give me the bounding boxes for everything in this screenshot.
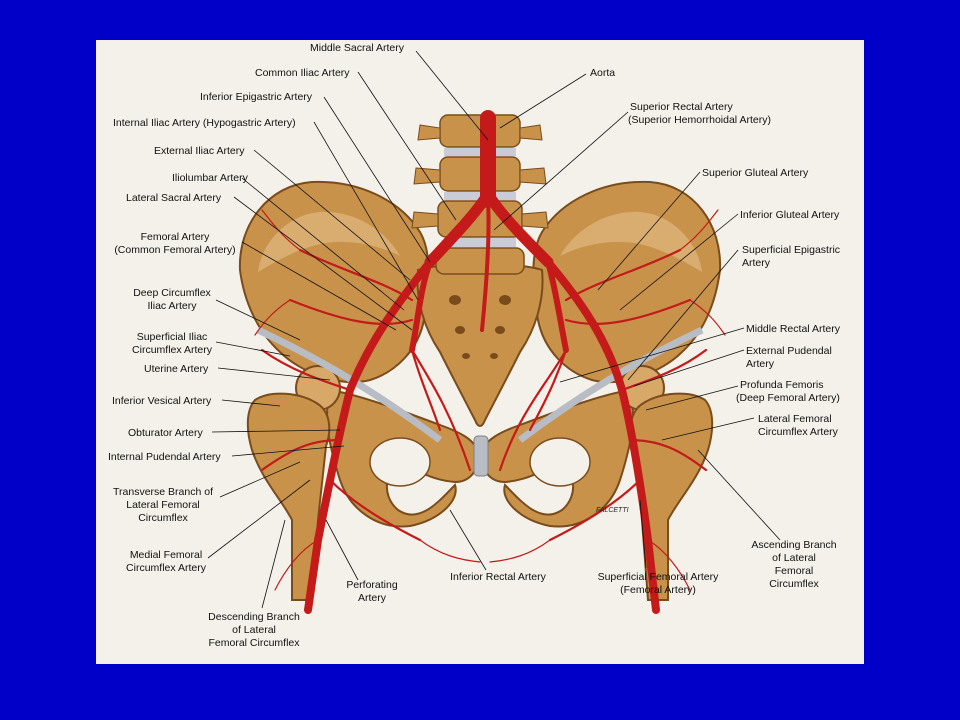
label-descending-branch: Descending Branch [208, 611, 300, 623]
label-superior-gluteal-artery: Superior Gluteal Artery [702, 167, 809, 179]
label-inferior-vesical-artery: Inferior Vesical Artery [112, 395, 212, 407]
label-uterine-artery: Uterine Artery [144, 363, 209, 375]
label-internal-iliac-artery: Internal Iliac Artery (Hypogastric Arter… [113, 117, 296, 129]
label-lateral-femoral-circumflex: Lateral Femoral [758, 413, 832, 425]
label-medial-femoral-circumflex: Medial Femoral [130, 549, 202, 561]
label-external-iliac-artery: External Iliac Artery [154, 145, 245, 157]
label-descending-branch-3: Femoral Circumflex [208, 637, 300, 649]
label-superficial-femoral-artery-2: (Femoral Artery) [620, 584, 696, 596]
label-medial-femoral-circumflex-2: Circumflex Artery [126, 562, 207, 574]
label-lateral-sacral-artery: Lateral Sacral Artery [126, 192, 222, 204]
arteries [254, 110, 726, 614]
labels-left: Middle Sacral Artery Common Iliac Artery… [108, 42, 547, 649]
label-superficial-epigastric-2: Artery [742, 257, 771, 269]
common-iliac-right [486, 194, 554, 268]
label-ascending-branch-3: Femoral [775, 565, 814, 577]
label-superficial-iliac-circumflex: Superficial Iliac [137, 331, 208, 343]
label-superficial-epigastric: Superficial Epigastric [742, 244, 840, 256]
label-aorta: Aorta [590, 67, 615, 79]
label-superior-hemorrhoidal-artery: (Superior Hemorrhoidal Artery) [628, 114, 771, 126]
label-internal-pudendal-artery: Internal Pudendal Artery [108, 451, 221, 463]
label-transverse-branch-2: Lateral Femoral [126, 499, 200, 511]
label-transverse-branch: Transverse Branch of [113, 486, 213, 498]
label-middle-rectal-artery: Middle Rectal Artery [746, 323, 841, 335]
label-profunda-femoris: Profunda Femoris [740, 379, 823, 391]
label-ascending-branch-4: Circumflex [769, 578, 819, 590]
label-external-pudendal-2: Artery [746, 358, 775, 370]
artist-signature: FALCETTI [596, 507, 629, 514]
label-superior-rectal-artery: Superior Rectal Artery [630, 101, 733, 113]
label-inferior-rectal-artery: Inferior Rectal Artery [450, 571, 546, 583]
label-middle-sacral-artery: Middle Sacral Artery [310, 42, 405, 54]
label-iliolumbar-artery: Iliolumbar Artery [172, 172, 249, 184]
sacrum [416, 263, 544, 427]
label-inferior-gluteal-artery: Inferior Gluteal Artery [740, 209, 840, 221]
label-inferior-epigastric-artery: Inferior Epigastric Artery [200, 91, 313, 103]
label-profunda-femoris-2: (Deep Femoral Artery) [736, 392, 840, 404]
label-ascending-branch-2: of Lateral [772, 552, 816, 564]
label-ascending-branch: Ascending Branch [751, 539, 836, 551]
common-iliac-left [424, 194, 490, 268]
label-external-pudendal: External Pudendal [746, 345, 832, 357]
label-femoral-artery: Femoral Artery [141, 231, 211, 243]
label-obturator-artery: Obturator Artery [128, 427, 203, 439]
label-deep-circumflex-iliac: Deep Circumflex [133, 287, 211, 299]
label-femoral-artery-sub: (Common Femoral Artery) [114, 244, 235, 256]
label-perforating-artery-2: Artery [358, 592, 387, 604]
label-transverse-branch-3: Circumflex [138, 512, 188, 524]
labels-right: Aorta Superior Rectal Artery (Superior H… [590, 67, 841, 596]
label-common-iliac-artery: Common Iliac Artery [255, 67, 350, 79]
label-deep-circumflex-iliac-2: Iliac Artery [147, 300, 197, 312]
label-perforating-artery: Perforating [346, 579, 398, 591]
label-superficial-femoral-artery: Superficial Femoral Artery [598, 571, 720, 583]
label-descending-branch-2: of Lateral [232, 624, 276, 636]
leader-lines [207, 50, 781, 609]
label-superficial-iliac-circumflex-2: Circumflex Artery [132, 344, 213, 356]
label-lateral-femoral-circumflex-2: Circumflex Artery [758, 426, 839, 438]
